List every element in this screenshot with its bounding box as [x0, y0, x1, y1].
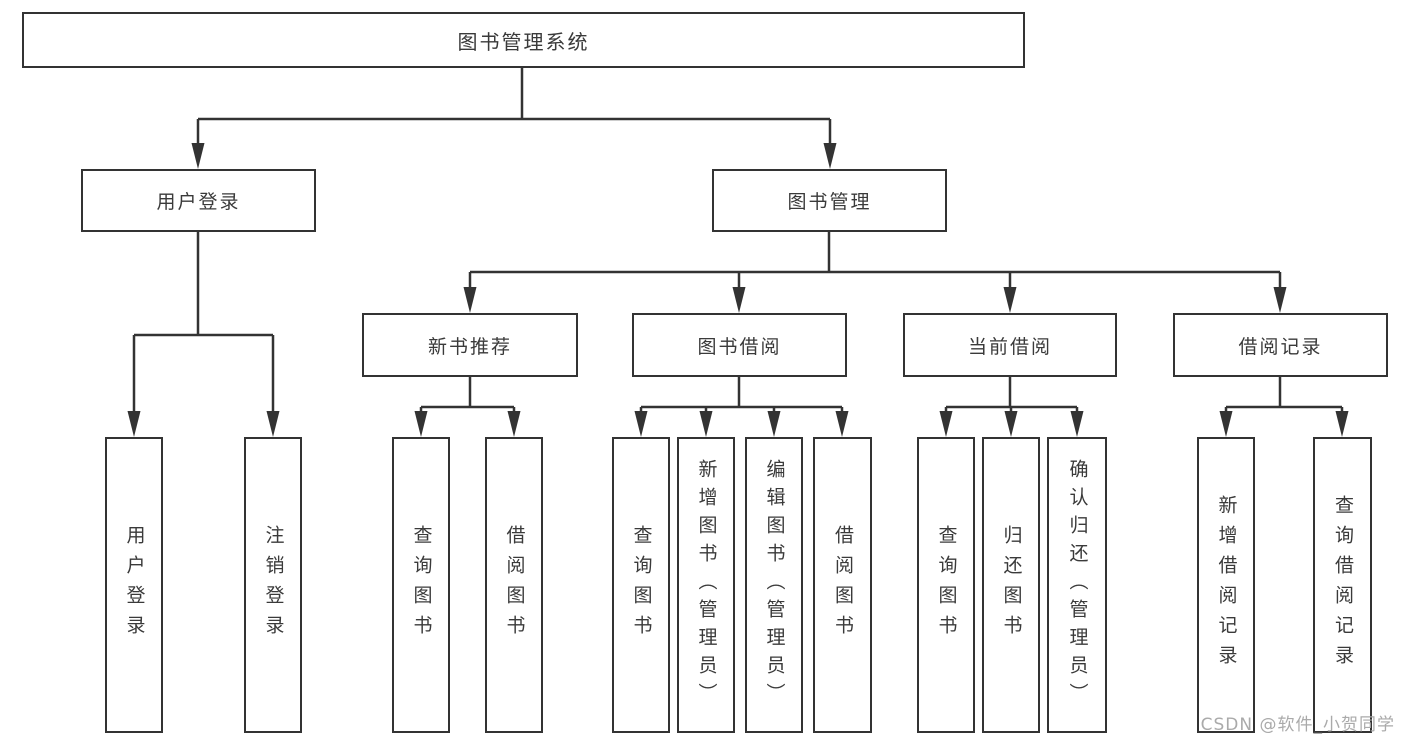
node-leaf-logout: 注销登录 [244, 437, 302, 733]
node-leaf-edit-book-label: 编辑图书（管理员） [763, 459, 786, 711]
node-leaf-query-book-1-label: 查询图书 [410, 525, 433, 645]
node-new-book-rec: 新书推荐 [362, 313, 578, 377]
node-leaf-return-book-label: 归还图书 [1000, 525, 1023, 645]
arrow-down-icon [266, 411, 280, 437]
arrow-down-icon [634, 411, 648, 437]
node-leaf-query-book-1: 查询图书 [392, 437, 450, 733]
node-leaf-query-book-2-label: 查询图书 [630, 525, 653, 645]
node-book-borrow: 图书借阅 [632, 313, 847, 377]
node-leaf-borrow-book-2-label: 借阅图书 [832, 525, 854, 645]
node-user-login: 用户登录 [81, 169, 316, 232]
node-leaf-query-record: 查询借阅记录 [1313, 437, 1372, 733]
node-leaf-edit-book: 编辑图书（管理员） [745, 437, 803, 733]
node-leaf-borrow-book-1: 借阅图书 [485, 437, 543, 733]
node-leaf-add-record: 新增借阅记录 [1197, 437, 1255, 733]
arrow-down-icon [1219, 411, 1233, 437]
connector-root [191, 68, 837, 169]
node-book-mgmt: 图书管理 [712, 169, 947, 232]
arrow-down-icon [414, 411, 428, 437]
arrow-down-icon [507, 411, 521, 437]
connector-new-book-rec [414, 377, 521, 437]
arrow-down-icon [1273, 287, 1287, 313]
node-leaf-add-record-label: 新增借阅记录 [1215, 495, 1238, 675]
arrow-down-icon [1004, 411, 1018, 437]
arrow-down-icon [463, 287, 477, 313]
arrow-down-icon [767, 411, 781, 437]
node-current-borrow-label: 当前借阅 [967, 335, 1052, 358]
arrow-down-icon [939, 411, 953, 437]
node-leaf-return-book: 归还图书 [982, 437, 1040, 733]
node-book-mgmt-label: 图书管理 [787, 191, 872, 213]
node-leaf-borrow-book-2: 借阅图书 [813, 437, 872, 733]
node-new-book-rec-label: 新书推荐 [427, 335, 512, 358]
node-root-label: 图书管理系统 [457, 29, 590, 54]
node-leaf-query-book-3: 查询图书 [917, 437, 975, 733]
arrow-down-icon [1335, 411, 1349, 437]
arrow-down-icon [732, 287, 746, 313]
connector-user-login [127, 232, 280, 437]
node-root: 图书管理系统 [22, 12, 1025, 68]
node-current-borrow: 当前借阅 [903, 313, 1117, 377]
connector-book-borrow [634, 377, 849, 437]
node-leaf-query-record-label: 查询借阅记录 [1332, 495, 1354, 675]
connector-borrow-record [1219, 377, 1349, 437]
node-borrow-record-label: 借阅记录 [1238, 335, 1323, 358]
node-leaf-query-book-3-label: 查询图书 [935, 525, 958, 645]
node-leaf-user-login-label: 用户登录 [123, 525, 146, 645]
arrow-down-icon [699, 411, 713, 437]
node-leaf-logout-label: 注销登录 [262, 525, 285, 645]
node-user-login-label: 用户登录 [156, 191, 241, 213]
node-leaf-confirm-return-label: 确认归还（管理员） [1066, 459, 1089, 711]
arrow-down-icon [1003, 287, 1017, 313]
node-leaf-user-login: 用户登录 [105, 437, 163, 733]
node-leaf-query-book-2: 查询图书 [612, 437, 670, 733]
arrow-down-icon [127, 411, 141, 437]
connector-book-mgmt [463, 232, 1287, 313]
node-book-borrow-label: 图书借阅 [697, 335, 782, 358]
arrow-down-icon [835, 411, 849, 437]
node-leaf-add-book: 新增图书（管理员） [677, 437, 735, 733]
arrow-down-icon [823, 143, 837, 169]
node-leaf-confirm-return: 确认归还（管理员） [1047, 437, 1107, 733]
arrow-down-icon [1070, 411, 1084, 437]
node-leaf-add-book-label: 新增图书（管理员） [695, 459, 718, 711]
node-borrow-record: 借阅记录 [1173, 313, 1388, 377]
connector-current-borrow [939, 377, 1084, 437]
node-leaf-borrow-book-1-label: 借阅图书 [503, 525, 526, 645]
csdn-watermark: CSDN @软件_小贺同学 [1200, 715, 1395, 735]
arrow-down-icon [191, 143, 205, 169]
